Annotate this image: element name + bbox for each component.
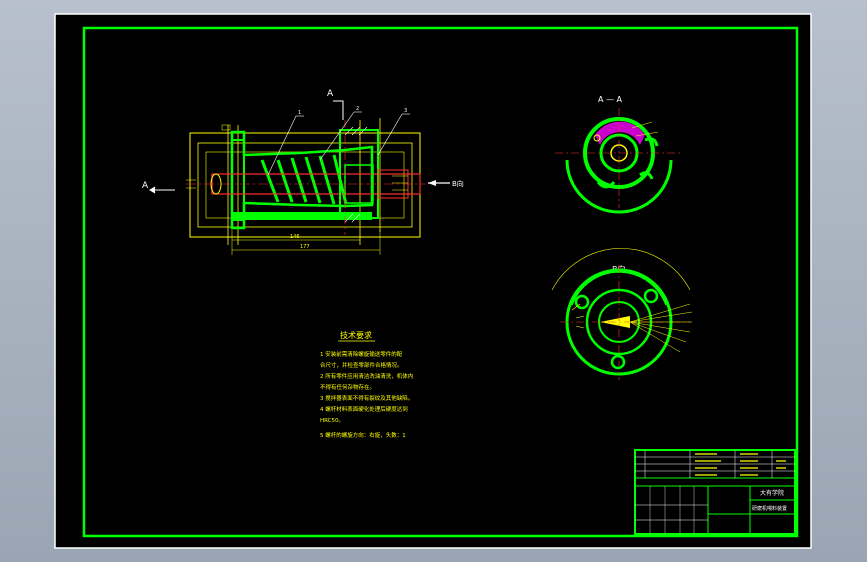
drawing-sheet <box>54 13 812 549</box>
b-arrow-label: B向 <box>452 179 464 188</box>
tech-line: 5 螺杆的螺旋方向：右旋，头数：1 <box>320 431 406 439</box>
tech-line: HRC50。 <box>320 418 344 424</box>
tech-title: 技术要求 <box>340 330 372 340</box>
b-view: B向 <box>551 248 693 380</box>
title-block: 大有学院 研磨机喂料装置 <box>634 449 796 535</box>
section-a-a-label: A — A <box>598 95 623 104</box>
section-a-a-view: A — A <box>555 95 683 214</box>
main-section-view: A A B向 <box>142 89 464 255</box>
dim-overall-length: 177 <box>300 244 310 250</box>
drawing-name: 研磨机喂料装置 <box>752 505 787 512</box>
dim-inner-length: 146 <box>290 234 300 240</box>
section-label-top: A <box>327 89 334 99</box>
part-number: 2 <box>356 106 359 112</box>
tech-line: 1 安装前需清除螺旋输送零件的配 <box>320 350 403 358</box>
drawing-border <box>82 26 799 538</box>
school-name: 大有学院 <box>760 489 784 497</box>
tech-line: 不得有任何杂物存在。 <box>320 383 375 391</box>
tech-line: 2 所有零件应用清洁洗油清洗，机体内 <box>320 372 413 380</box>
tech-line: 4 螺杆材料表面硬化处理后硬度达到 <box>320 405 408 413</box>
tech-line: 合尺寸，并检查零部件合格情况。 <box>320 361 403 369</box>
technical-requirements: 技术要求 1 安装前需清除螺旋输送零件的配 合尺寸，并检查零部件合格情况。 2 … <box>320 330 413 439</box>
part-number: 3 <box>404 108 407 114</box>
tech-line: 3 搅拌器表面不得有裂纹及其他缺陷。 <box>320 394 413 402</box>
section-label-left: A <box>142 181 149 191</box>
part-number: 1 <box>298 110 301 116</box>
